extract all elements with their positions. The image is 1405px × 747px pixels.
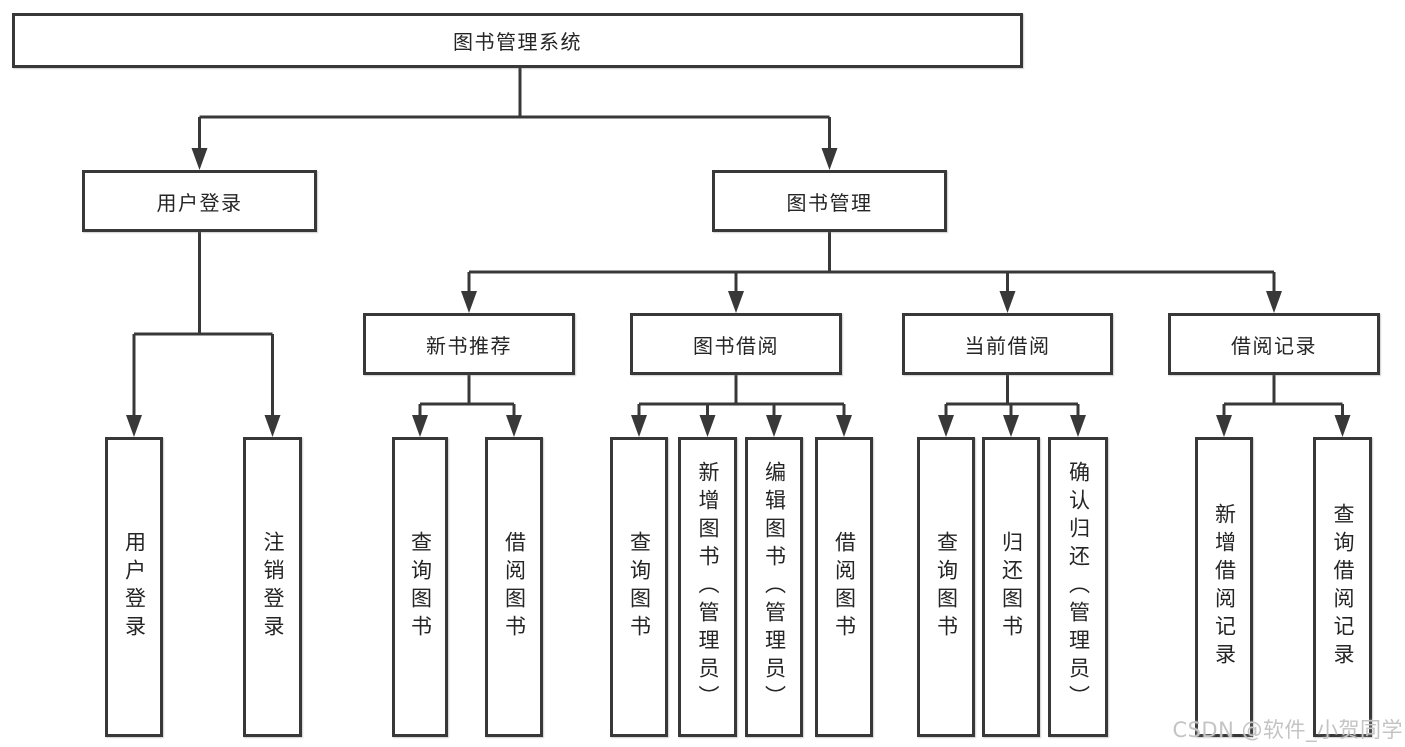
node-leaf-edit-book: 编辑图书（管理员） — [745, 437, 803, 737]
arrowhead-leaf-add-book — [699, 415, 716, 437]
arrowhead-leaf-query-book-2 — [631, 415, 647, 437]
arrowhead-leaf-return-book — [1003, 415, 1019, 437]
connector-user-login — [132, 232, 274, 419]
watermark: CSDN @软件_小贺同学 — [1172, 718, 1403, 742]
node-user-login: 用户登录 — [82, 170, 317, 232]
node-leaf-borrow-book-2: 借阅图书 — [815, 437, 873, 737]
node-new-book-rec: 新书推荐 — [363, 313, 575, 375]
node-leaf-query-book-2: 查询图书 — [610, 437, 668, 737]
arrowhead-user-login — [191, 148, 208, 170]
node-label: 借阅图书 — [832, 531, 857, 643]
arrowhead-leaf-logout — [264, 415, 281, 437]
arrowhead-book-mgmt — [821, 148, 838, 170]
node-root: 图书管理系统 — [12, 13, 1023, 68]
arrowhead-leaf-add-borrow-record — [1216, 415, 1232, 437]
node-leaf-logout: 注销登录 — [243, 437, 302, 737]
connector-borrow-records — [1222, 375, 1344, 419]
arrowhead-leaf-query-book-3 — [938, 415, 954, 437]
node-label: 当前借阅 — [964, 333, 1051, 358]
node-book-mgmt: 图书管理 — [712, 170, 947, 232]
node-label: 图书借阅 — [693, 333, 779, 358]
node-label: 编辑图书（管理员） — [762, 461, 787, 713]
node-label: 新增借阅记录 — [1212, 503, 1237, 671]
connector-new-book-rec — [418, 375, 516, 419]
node-label: 借阅图书 — [502, 531, 527, 643]
node-label: 归还图书 — [999, 531, 1024, 643]
node-leaf-confirm-return: 确认归还（管理员） — [1048, 437, 1108, 737]
node-label: 用户登录 — [122, 531, 147, 643]
node-leaf-add-borrow-record: 新增借阅记录 — [1195, 437, 1253, 737]
arrowhead-new-book-rec — [461, 291, 477, 313]
node-label: 确认归还（管理员） — [1066, 461, 1091, 713]
node-leaf-add-book: 新增图书（管理员） — [678, 437, 737, 737]
node-label: 查询图书 — [408, 531, 433, 643]
node-leaf-return-book: 归还图书 — [982, 437, 1040, 737]
node-book-borrow: 图书借阅 — [630, 313, 842, 375]
arrowhead-borrow-records — [1266, 291, 1282, 313]
arrowhead-leaf-confirm-return — [1070, 415, 1086, 437]
node-label: 查询图书 — [627, 531, 652, 643]
node-borrow-records: 借阅记录 — [1168, 313, 1380, 375]
node-label: 图书管理 — [786, 190, 873, 215]
node-leaf-borrow-book-1: 借阅图书 — [485, 437, 543, 737]
node-label: 新增图书（管理员） — [696, 461, 720, 713]
arrowhead-leaf-borrow-book-2 — [836, 415, 852, 437]
arrowhead-leaf-edit-book — [766, 415, 782, 437]
node-label: 用户登录 — [156, 190, 243, 215]
node-leaf-query-borrow-record: 查询借阅记录 — [1313, 437, 1372, 737]
node-label: 注销登录 — [261, 531, 285, 643]
node-label: 新书推荐 — [426, 333, 512, 358]
node-leaf-query-book-3: 查询图书 — [917, 437, 975, 737]
node-leaf-user-login: 用户登录 — [105, 437, 163, 737]
node-label: 借阅记录 — [1231, 333, 1317, 358]
node-current-borrow: 当前借阅 — [902, 313, 1113, 375]
connector-book-mgmt — [467, 232, 1276, 295]
arrowhead-leaf-borrow-book-1 — [506, 415, 522, 437]
node-label: 图书管理系统 — [453, 30, 582, 54]
connector-current-borrow — [944, 375, 1080, 419]
connector-book-borrow — [637, 375, 846, 419]
connector-root — [198, 68, 831, 152]
arrowhead-leaf-query-borrow-record — [1334, 415, 1351, 437]
node-label: 查询图书 — [934, 531, 959, 643]
arrowhead-leaf-query-book-1 — [412, 415, 428, 437]
arrowhead-book-borrow — [728, 291, 744, 313]
arrowhead-leaf-user-login — [126, 415, 142, 437]
node-label: 查询借阅记录 — [1331, 503, 1355, 671]
arrowhead-current-borrow — [999, 291, 1016, 313]
node-leaf-query-book-1: 查询图书 — [392, 437, 448, 737]
